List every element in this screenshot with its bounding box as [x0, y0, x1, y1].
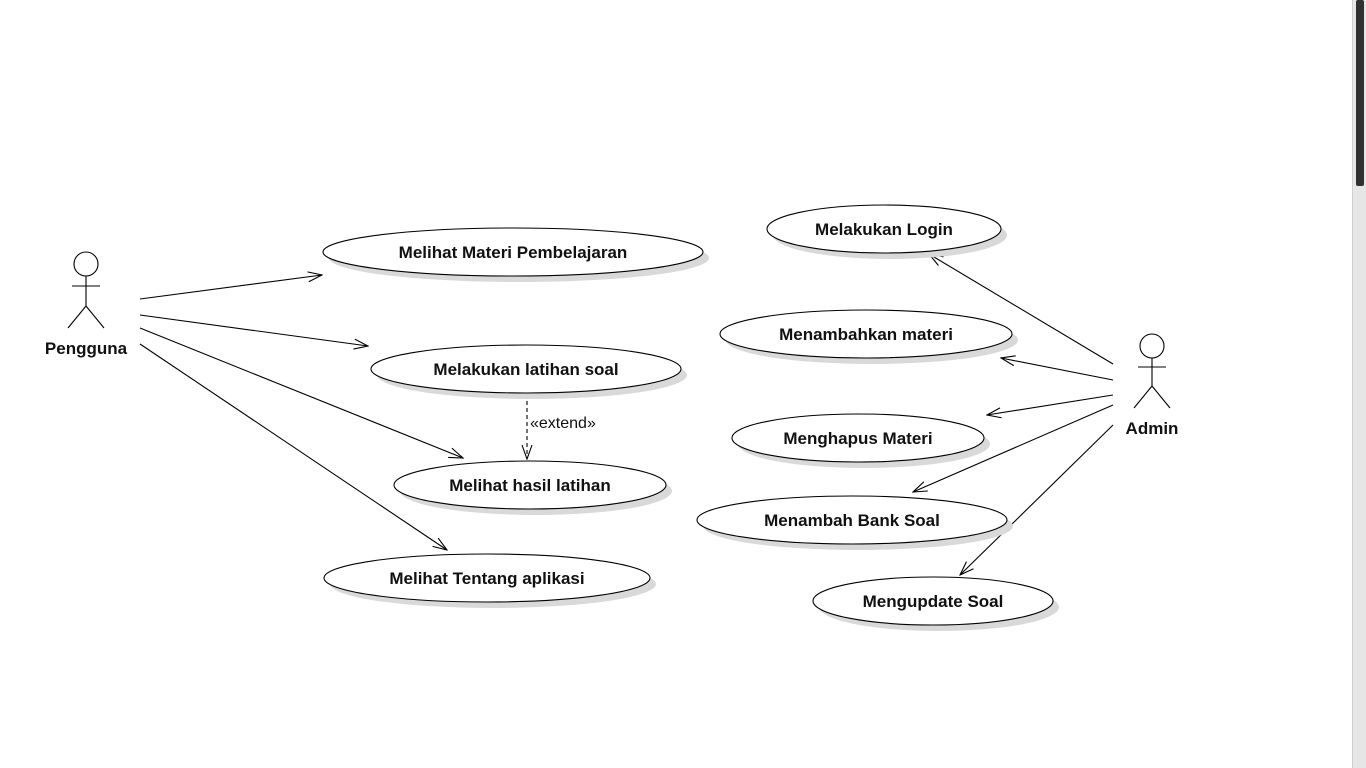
use-case-label: Melihat Tentang aplikasi: [389, 569, 584, 588]
use-case-hasil-latihan[interactable]: Melihat hasil latihan: [393, 460, 672, 515]
use-case-label: Melihat Materi Pembelajaran: [399, 243, 628, 262]
use-case-label: Menambah Bank Soal: [764, 511, 940, 530]
use-case-label: Menghapus Materi: [783, 429, 932, 448]
actor-pengguna[interactable]: Pengguna: [45, 251, 128, 358]
extend-label: «extend»: [530, 415, 596, 432]
association-pengguna-hasil-latihan: [139, 327, 463, 458]
stick-figure-icon: [1133, 333, 1171, 409]
use-case-label: Melakukan latihan soal: [433, 360, 618, 379]
use-case-label: Melakukan Login: [815, 220, 953, 239]
association-admin-hapus-materi: [987, 394, 1114, 415]
use-case-login[interactable]: Melakukan Login: [766, 204, 1007, 259]
vertical-scrollbar[interactable]: [1352, 0, 1366, 768]
association-admin-tambah-materi: [1001, 358, 1114, 381]
use-case-label: Mengupdate Soal: [863, 592, 1004, 611]
stick-figure-icon: [67, 251, 105, 329]
use-case-label: Menambahkan materi: [779, 325, 953, 344]
association-pengguna-melihat-materi: [139, 275, 322, 300]
use-case-hapus-materi[interactable]: Menghapus Materi: [731, 413, 990, 468]
association-admin-login: [929, 254, 1114, 365]
use-case-label: Melihat hasil latihan: [449, 476, 611, 495]
actor-admin[interactable]: Admin: [1126, 333, 1179, 438]
scrollbar-thumb[interactable]: [1356, 0, 1364, 186]
use-case-tentang-aplikasi[interactable]: Melihat Tentang aplikasi: [323, 553, 656, 608]
use-case-bank-soal[interactable]: Menambah Bank Soal: [696, 495, 1013, 550]
association-pengguna-latihan-soal: [139, 314, 368, 346]
association-pengguna-tentang-aplikasi: [139, 343, 447, 550]
association-admin-bank-soal: [913, 404, 1114, 492]
actor-label: Admin: [1126, 419, 1179, 438]
actor-label: Pengguna: [45, 339, 128, 358]
use-case-tambah-materi[interactable]: Menambahkan materi: [719, 309, 1018, 364]
use-case-latihan-soal[interactable]: Melakukan latihan soal: [370, 344, 687, 399]
use-case-melihat-materi[interactable]: Melihat Materi Pembelajaran: [322, 227, 709, 282]
association-admin-update-soal: [960, 424, 1114, 575]
use-case-update-soal[interactable]: Mengupdate Soal: [812, 576, 1059, 631]
